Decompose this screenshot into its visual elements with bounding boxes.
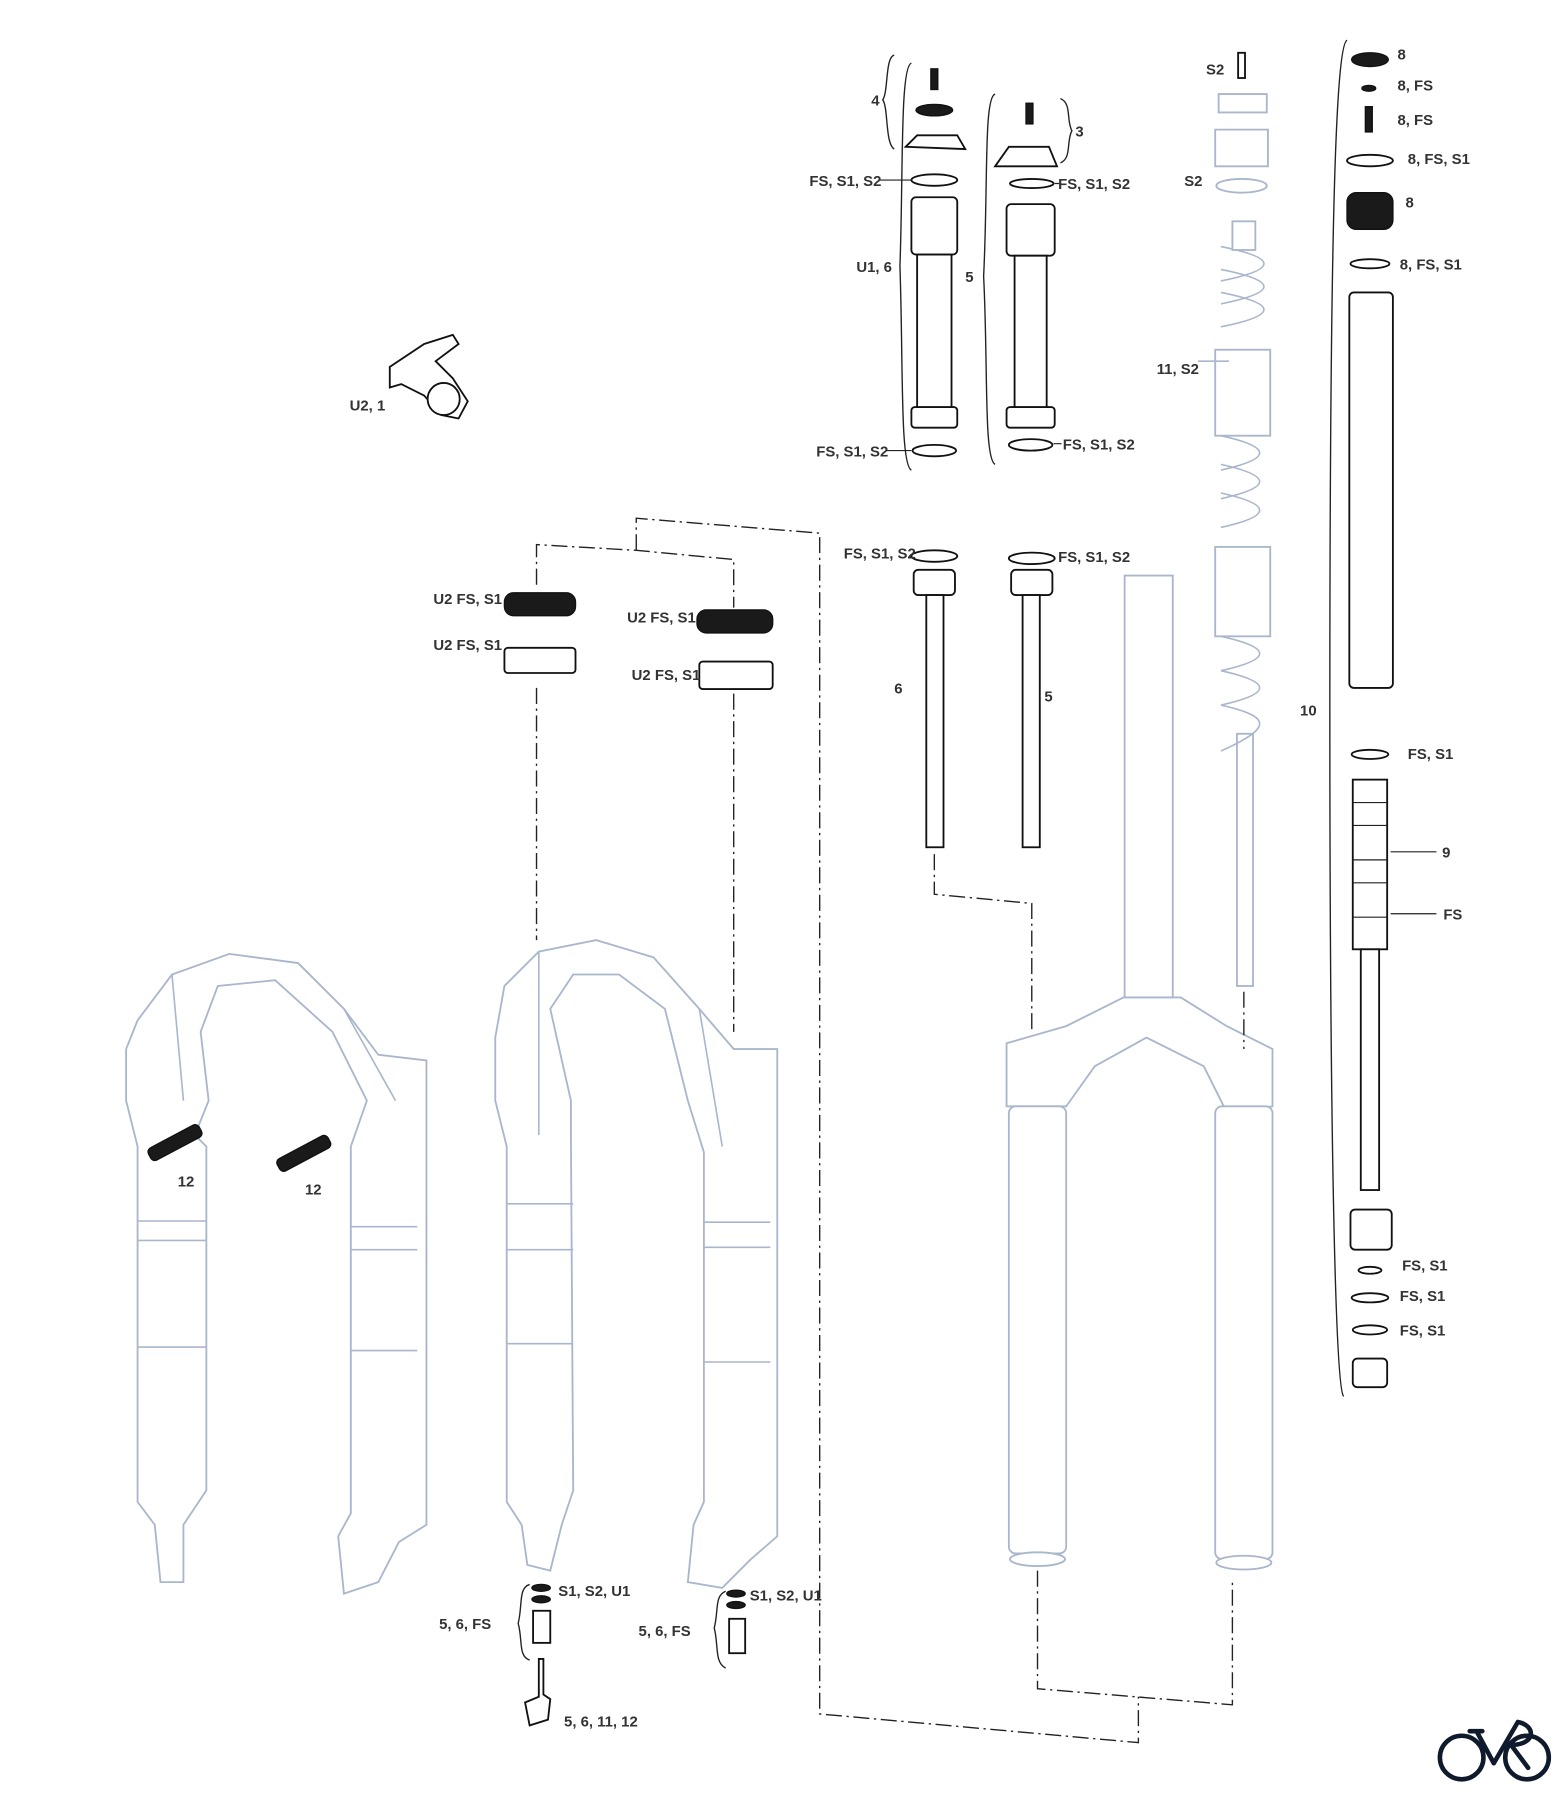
label-foam-left: U2 FS, S1 <box>433 638 502 654</box>
remote-lever <box>388 333 469 420</box>
label-bolt-left: 5, 6, FS <box>439 1617 491 1633</box>
label-charger-cartridge: 5 <box>965 270 973 286</box>
label-bleed-left: 12 <box>178 1175 195 1191</box>
label-air-valve: 8, FS <box>1397 113 1433 129</box>
label-air-spring-group: 10 <box>1300 703 1317 719</box>
label-remote: U2, 1 <box>350 398 386 414</box>
label-air-top-cap: 8 <box>1406 196 1414 212</box>
label-spring-bolt: S2 <box>1206 63 1224 79</box>
lower-leg-middle <box>494 939 779 1589</box>
label-spring-seal: S2 <box>1184 174 1202 190</box>
label-bolt-tool: 5, 6, 11, 12 <box>564 1715 638 1731</box>
label-foam-right: U2 FS, S1 <box>632 668 701 684</box>
label-shaft-oring-2: FS, S1 <box>1400 1289 1446 1305</box>
label-bolt-right: 5, 6, FS <box>639 1624 691 1640</box>
label-wiper-right-top: U2 FS, S1 <box>627 611 696 627</box>
seals-wipers <box>503 592 774 690</box>
label-charger-bottom-oring: FS, S1, S2 <box>1063 437 1135 453</box>
label-right-shaft-oring: FS, S1, S2 <box>1058 550 1130 566</box>
label-air-cap: 8 <box>1397 48 1405 64</box>
part-labels: 4 3 FS, S1, S2 FS, S1, S2 U1, 6 5 FS, S1… <box>178 48 1470 1731</box>
label-left-shaft: 6 <box>894 682 902 698</box>
label-air-piston: 9 <box>1442 846 1450 862</box>
label-left-shaft-oring: FS, S1, S2 <box>844 546 916 562</box>
label-piston-oring: FS, S1 <box>1408 747 1454 763</box>
label-right-shaft: 5 <box>1044 690 1052 706</box>
label-air-top-oring: 8, FS, S1 <box>1400 257 1462 273</box>
label-damper-top-oring: FS, S1, S2 <box>809 174 881 190</box>
lower-leg-left <box>125 952 428 1595</box>
label-air-cap-oring: 8, FS, S1 <box>1408 152 1470 168</box>
label-bolt-right-orings: S1, S2, U1 <box>750 1588 822 1604</box>
shafts <box>910 549 1056 849</box>
coil-spring-assembly <box>1198 220 1272 987</box>
label-shaft-oring-3: FS, S1 <box>1400 1324 1446 1340</box>
label-shaft-oring-1: FS, S1 <box>1402 1258 1448 1274</box>
label-damper-cap-group: 4 <box>871 94 880 110</box>
damper-cartridges <box>879 54 1073 471</box>
guide-lines <box>535 517 1245 1744</box>
label-air-valve-cap: 8, FS <box>1397 79 1433 95</box>
label-charger-cap-group: 3 <box>1075 124 1083 140</box>
label-bleed-right: 12 <box>305 1183 322 1199</box>
label-bolt-left-orings: S1, S2, U1 <box>558 1584 630 1600</box>
spring-top-parts <box>1214 51 1269 194</box>
bicycle-logo-icon <box>1437 1719 1552 1782</box>
label-wiper-left-top: U2 FS, S1 <box>433 592 502 608</box>
label-charger-top-oring: FS, S1, S2 <box>1058 177 1130 193</box>
air-spring-column <box>1329 39 1437 1397</box>
label-air-piston-seal: FS <box>1443 907 1462 923</box>
upper-crown-steerer <box>1005 574 1274 1571</box>
bleed-ports-and-bolts <box>147 1123 747 1727</box>
label-damper-bottom-oring: FS, S1, S2 <box>816 444 888 460</box>
label-coil-spring: 11, S2 <box>1157 362 1199 378</box>
label-damper-cartridge: U1, 6 <box>856 260 892 276</box>
